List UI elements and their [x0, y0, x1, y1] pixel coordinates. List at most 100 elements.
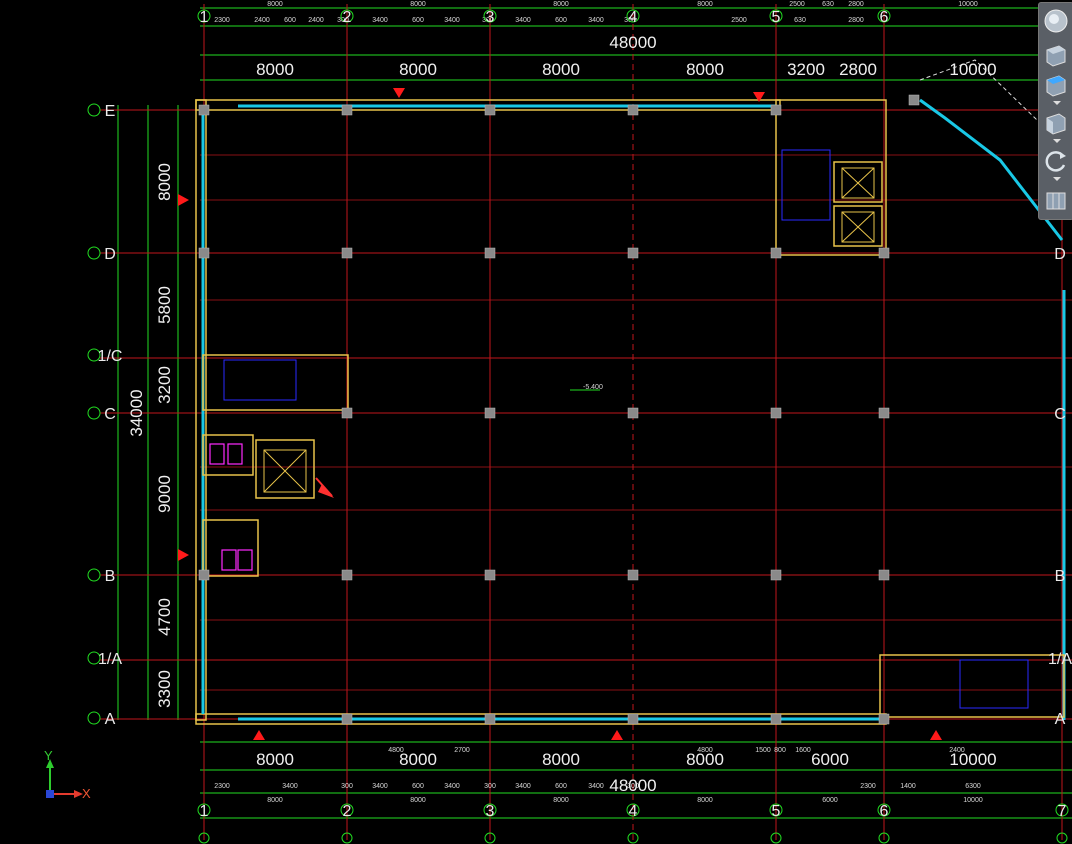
view-cube-3d-icon[interactable] — [1042, 41, 1070, 69]
axis-bottom-circle-2 — [770, 832, 782, 844]
axis-bottom-label: 6 — [880, 803, 889, 820]
column — [341, 569, 353, 581]
axis-left-circle — [87, 246, 101, 260]
bottom-detail-dim: 6000 — [822, 797, 838, 804]
top-span-dim: 2800 — [839, 60, 877, 79]
bottom-detail-dim: 8000 — [697, 797, 713, 804]
left-span-dim: 9000 — [155, 475, 174, 513]
axis-bottom-label: 5 — [772, 803, 781, 820]
top-detail-dim: 3400 — [515, 17, 531, 24]
bottom-span-dim: 6000 — [811, 750, 849, 769]
left-span-dim: 8000 — [155, 163, 174, 201]
room-elevation-note: -5.400 — [583, 384, 603, 391]
bottom-detail-dim: 300 — [627, 783, 639, 790]
top-detail-dim: 3400 — [444, 17, 460, 24]
axis-top-circle — [769, 9, 783, 23]
column — [484, 104, 496, 116]
axis-right-label: D — [1054, 246, 1066, 263]
top-detail-dim: 630 — [822, 1, 834, 8]
axis-bottom-circle — [877, 803, 891, 817]
axis-bottom-label: 4 — [629, 803, 638, 820]
show-motion-icon[interactable] — [1042, 187, 1070, 215]
axis-top-label: 4 — [629, 9, 638, 26]
axis-bottom-circle — [340, 803, 354, 817]
column — [627, 713, 639, 725]
axis-top-label: 2 — [343, 9, 352, 26]
axis-top-circle — [877, 9, 891, 23]
bottom-detail-dim: 1500 — [755, 747, 771, 754]
dimension-lines — [117, 7, 1072, 819]
section-markers — [178, 88, 942, 740]
bottom-detail-dim: 4800 — [697, 747, 713, 754]
column — [878, 569, 890, 581]
view-front-icon[interactable] — [1042, 109, 1070, 137]
steering-wheel-icon[interactable] — [1042, 7, 1070, 35]
navigation-bar[interactable] — [1038, 2, 1072, 220]
axis-bottom-label: 2 — [343, 803, 352, 820]
column — [878, 713, 890, 725]
axis-left-circle — [87, 406, 101, 420]
top-detail-dim: 300 — [482, 17, 494, 24]
top-detail-dim: 8000 — [553, 1, 569, 8]
axis-left-circle — [87, 651, 101, 665]
bottom-detail-dim: 6300 — [965, 783, 981, 790]
bottom-detail-dim: 4800 — [388, 747, 404, 754]
column — [770, 104, 782, 116]
axis-left-circle — [87, 348, 101, 362]
stairs-and-elevators — [209, 149, 1029, 709]
bottom-detail-dim: 1400 — [900, 783, 916, 790]
column — [770, 713, 782, 725]
bottom-detail-dim: 3400 — [282, 783, 298, 790]
axis-right-label: 1/A — [1048, 651, 1072, 668]
column — [908, 94, 920, 106]
bottom-detail-dim: 2300 — [860, 783, 876, 790]
view-top-icon[interactable] — [1042, 71, 1070, 99]
bottom-detail-dim: 2400 — [949, 747, 965, 754]
top-span-dim: 8000 — [542, 60, 580, 79]
bottom-span-dim: 8000 — [256, 750, 294, 769]
bottom-detail-dim: 300 — [484, 783, 496, 790]
ucs-icon — [40, 750, 100, 810]
top-detail-dim: 2400 — [308, 17, 324, 24]
bottom-detail-dim: 800 — [774, 747, 786, 754]
column — [341, 407, 353, 419]
column — [770, 247, 782, 259]
axis-right-label: A — [1055, 711, 1066, 728]
column — [198, 104, 210, 116]
top-detail-dim: 600 — [412, 17, 424, 24]
axis-left-label: 1/C — [98, 348, 123, 365]
top-span-dim: 10000 — [949, 60, 996, 79]
axis-bottom-label: 1 — [200, 803, 209, 820]
top-detail-dim: 300 — [624, 17, 636, 24]
top-detail-dim: 8000 — [410, 1, 426, 8]
bottom-detail-dim: 3400 — [588, 783, 604, 790]
top-detail-dim: 2500 — [731, 17, 747, 24]
column — [627, 247, 639, 259]
top-detail-dim: 3400 — [588, 17, 604, 24]
column — [341, 247, 353, 259]
column — [484, 407, 496, 419]
axis-bottom-label: 7 — [1058, 803, 1067, 820]
column — [627, 104, 639, 116]
column — [484, 569, 496, 581]
axis-left-circle — [87, 568, 101, 582]
ucs-y-label: Y — [44, 748, 53, 763]
top-span-dim: 3200 — [787, 60, 825, 79]
axis-top-circle — [197, 9, 211, 23]
column — [484, 713, 496, 725]
orbit-icon[interactable] — [1042, 147, 1070, 175]
top-detail-dim: 8000 — [267, 1, 283, 8]
axis-left-label: 1/A — [98, 651, 122, 668]
ucs-x-label: X — [82, 786, 91, 801]
top-span-dim: 8000 — [686, 60, 724, 79]
column — [770, 407, 782, 419]
axis-bottom-circle-2 — [484, 832, 496, 844]
axis-right-label: C — [1054, 406, 1066, 423]
top-detail-dim: 8000 — [697, 1, 713, 8]
bottom-total-dim: 48000 — [609, 776, 656, 795]
axis-left-circle — [87, 711, 101, 725]
bottom-span-dim: 8000 — [542, 750, 580, 769]
left-total-dim: 34000 — [127, 389, 146, 436]
